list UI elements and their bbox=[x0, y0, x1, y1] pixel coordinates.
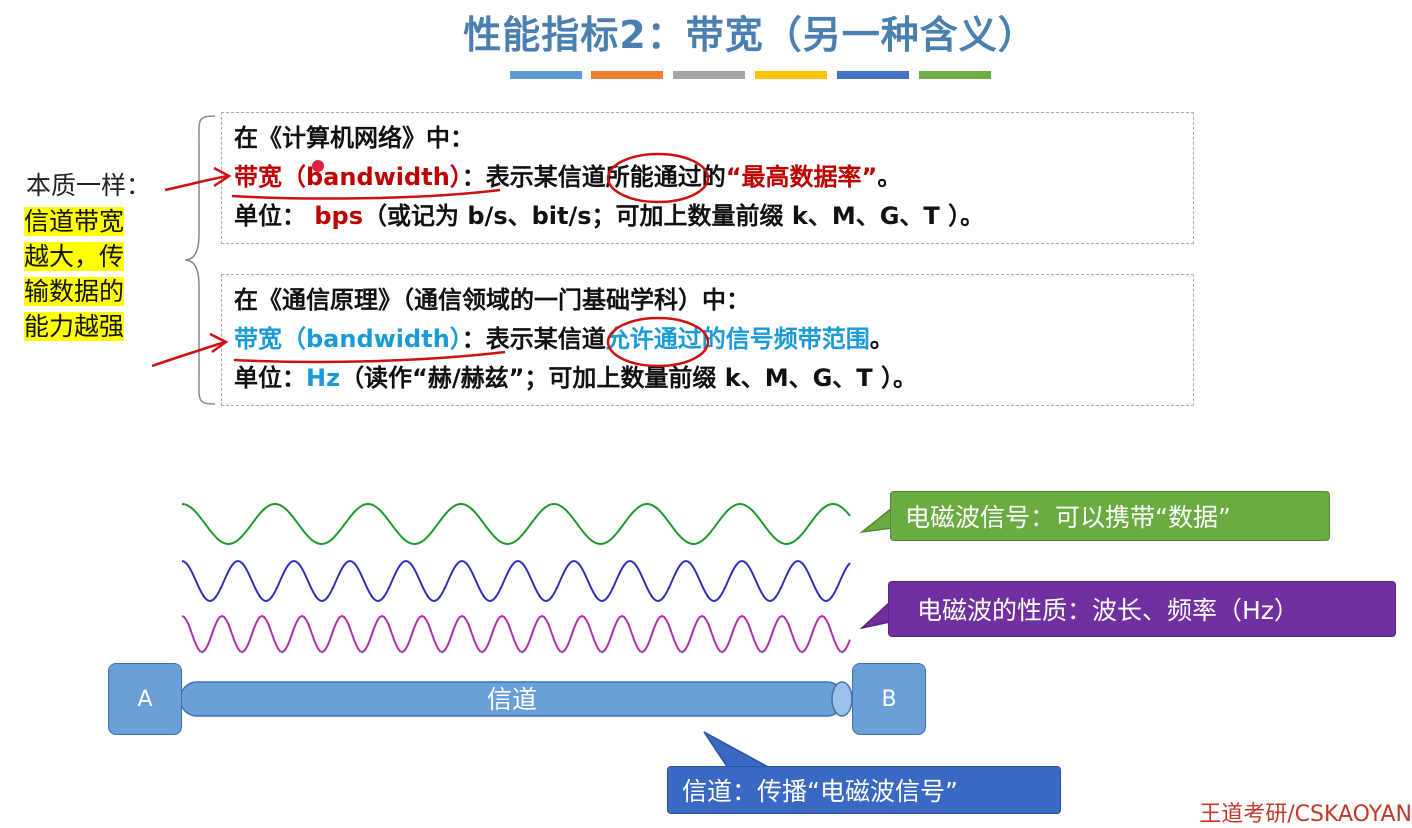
box2-unit-rest: （读作“赫/赫兹”；可加上数量前缀 k、M、G、T ）。 bbox=[340, 364, 917, 392]
highlight-line-2: 越大，传 bbox=[24, 242, 125, 271]
annotation-circle-1 bbox=[606, 152, 710, 204]
bubble-channel: 信道：传播“电磁波信号” bbox=[667, 766, 1061, 814]
highlight-line-4: 能力越强 bbox=[24, 312, 125, 341]
box2-heading: 在《通信原理》（通信领域的一门基础学科）中： bbox=[234, 286, 750, 314]
box2-definition: 带宽（bandwidth）：表示某信道允许通过的信号频带范围。 bbox=[234, 320, 1193, 359]
bubble-em-properties: 电磁波的性质：波长、频率（Hz） bbox=[888, 581, 1396, 637]
left-label: 本质一样： bbox=[26, 171, 152, 200]
box1-term: 带宽（bandwidth） bbox=[234, 163, 462, 191]
box1-unit-value: bps bbox=[314, 202, 364, 230]
box2-unit-prefix: 单位： bbox=[234, 364, 306, 392]
wave-blue bbox=[181, 559, 851, 603]
color-bar-5 bbox=[837, 71, 909, 79]
box1-definition: 带宽（bandwidth）：表示某信道所能通过的“最高数据率”。 bbox=[234, 158, 1193, 197]
annotation-dot bbox=[312, 160, 324, 172]
box2-unit-value: Hz bbox=[306, 364, 341, 392]
box2-term: 带宽（bandwidth） bbox=[234, 325, 462, 353]
annotation-underline-2 bbox=[233, 350, 506, 364]
box2-mid: ：表示某信道 bbox=[461, 325, 606, 353]
footer-watermark: 王道考研/CSKAOYAN bbox=[1199, 802, 1412, 827]
color-bar-2 bbox=[591, 71, 663, 79]
annotation-arrow-1-head bbox=[213, 166, 232, 188]
annotation-arrow-1 bbox=[164, 174, 229, 192]
box1-unit: 单位： bps（或记为 b/s、bit/s；可加上数量前缀 k、M、G、T ）。 bbox=[234, 197, 1193, 236]
color-bar-6 bbox=[919, 71, 991, 79]
box1-unit-rest: （或记为 b/s、bit/s；可加上数量前缀 k、M、G、T ）。 bbox=[363, 202, 985, 230]
bubble-em-signal: 电磁波信号：可以携带“数据” bbox=[890, 491, 1330, 541]
wave-green bbox=[181, 502, 851, 546]
definition-box-communication: 在《通信原理》（通信领域的一门基础学科）中： 带宽（bandwidth）：表示某… bbox=[221, 274, 1194, 406]
wave-purple bbox=[181, 614, 851, 654]
brace-icon bbox=[184, 115, 216, 405]
box2-end: 。 bbox=[869, 325, 894, 353]
bubble-navy-tail bbox=[703, 731, 771, 769]
color-bar-3 bbox=[673, 71, 745, 79]
annotation-arrow-2-head bbox=[209, 332, 229, 354]
bubble-purple-tail bbox=[859, 600, 891, 630]
highlight-note: 信道带宽 越大，传 输数据的 能力越强 bbox=[24, 204, 148, 344]
annotation-circle-2 bbox=[606, 316, 710, 368]
annotation-arrow-2 bbox=[151, 340, 226, 368]
page-title: 性能指标2：带宽（另一种含义） bbox=[463, 13, 1037, 57]
definition-box-network: 在《计算机网络》中： 带宽（bandwidth）：表示某信道所能通过的“最高数据… bbox=[221, 112, 1194, 244]
box1-mid: ：表示某信道所能通过的 bbox=[461, 163, 726, 191]
bubble-green-tail bbox=[859, 506, 893, 534]
box2-highlight: 允许通过的信号频带范围 bbox=[605, 325, 870, 353]
highlight-line-1: 信道带宽 bbox=[24, 207, 125, 236]
annotation-underline-1 bbox=[231, 188, 501, 200]
box1-quote: “最高数据率” bbox=[725, 163, 878, 191]
box1-heading: 在《计算机网络》中： bbox=[234, 124, 474, 152]
node-b: B bbox=[852, 663, 926, 735]
highlight-line-3: 输数据的 bbox=[24, 277, 125, 306]
box1-end: 。 bbox=[877, 163, 902, 191]
box1-unit-prefix: 单位： bbox=[234, 202, 306, 230]
color-bar-1 bbox=[510, 71, 582, 79]
box2-unit: 单位：Hz（读作“赫/赫兹”；可加上数量前缀 k、M、G、T ）。 bbox=[234, 359, 1193, 398]
channel-label: 信道 bbox=[486, 685, 537, 714]
node-a: A bbox=[108, 663, 182, 735]
color-bar-4 bbox=[755, 71, 827, 79]
